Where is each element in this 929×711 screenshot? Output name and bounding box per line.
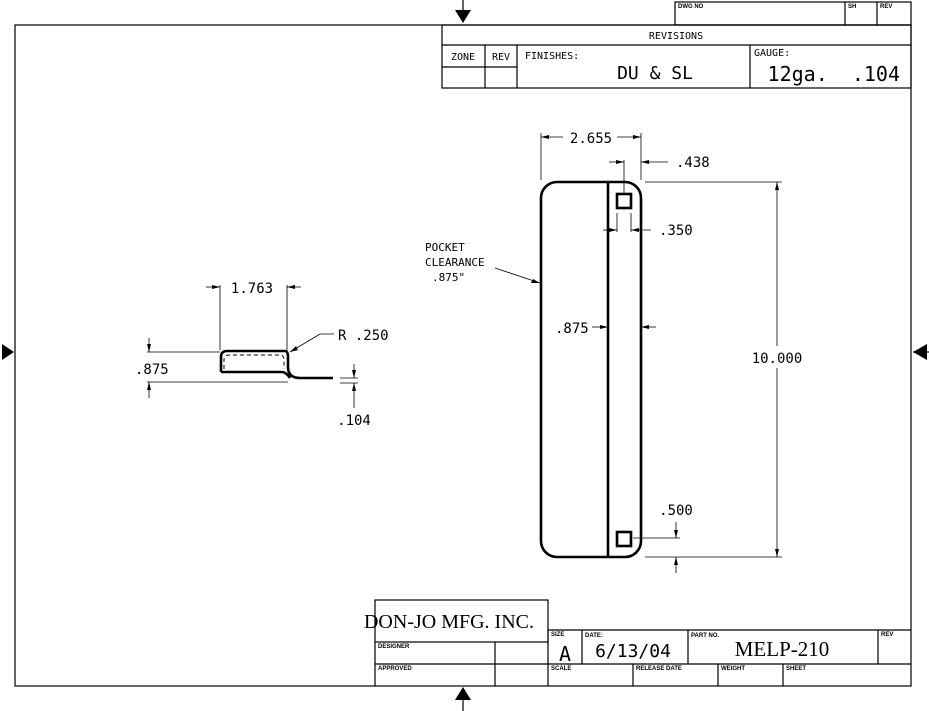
revisions-label: REVISIONS: [649, 31, 703, 42]
side-width-dim: 1.763: [231, 281, 273, 297]
finishes-label: FINISHES:: [525, 51, 579, 62]
date-label: DATE:: [585, 633, 603, 639]
part-no-label: PART NO.: [691, 633, 720, 639]
left-center-marker-icon: [2, 344, 14, 360]
pocket-width-dim: .875: [555, 321, 589, 337]
zone-label: ZONE: [451, 52, 475, 63]
company-name: DON-JO MFG. INC.: [364, 611, 534, 633]
hole-offset-dim: .438: [676, 155, 710, 171]
rev-label-top: REV: [880, 4, 892, 10]
top-mounting-hole: [615, 192, 633, 210]
bottom-center-marker-icon: [455, 687, 471, 700]
front-view: 2.655 .438 .350 POCKET CLEARANCE .875" .…: [425, 131, 802, 573]
pocket-note-line-1: POCKET: [425, 241, 465, 254]
title-block: DON-JO MFG. INC. DESIGNER APPROVED SIZE …: [364, 599, 911, 686]
size-value: A: [559, 642, 571, 666]
pocket-note-line-2: CLEARANCE: [425, 256, 485, 269]
rev-column-label: REV: [492, 52, 510, 63]
side-profile: [219, 349, 333, 380]
top-center-marker-icon: [455, 10, 471, 23]
side-height-dim: .875: [135, 362, 169, 378]
side-view: 1.763 R .250 .875 .104: [135, 281, 389, 429]
rev-label-bottom: REV: [881, 632, 893, 638]
sh-label: SH: [848, 4, 856, 10]
scale-label: SCALE: [551, 666, 571, 672]
designer-label: DESIGNER: [378, 644, 410, 650]
radius-dim: R .250: [338, 328, 389, 344]
sheet-label: SHEET: [786, 666, 806, 672]
length-dim: 10.000: [752, 351, 803, 367]
bottom-offset-dim: .500: [659, 503, 693, 519]
plate-outline: [539, 180, 643, 559]
date-value: 6/13/04: [595, 641, 671, 662]
thickness-dim: .104: [337, 413, 371, 429]
dwg-no-label: DWG NO: [678, 4, 704, 10]
revisions-block: DWG NO SH REV REVISIONS ZONE REV FINISHE…: [441, 1, 912, 89]
bottom-mounting-hole: [615, 530, 633, 548]
gauge-label: GAUGE:: [754, 48, 790, 59]
gauge-value: 12ga. .104: [768, 62, 900, 86]
release-date-label: RELEASE DATE: [636, 666, 682, 672]
part-no-value: MELP-210: [735, 637, 830, 661]
weight-label: WEIGHT: [721, 666, 745, 672]
approved-label: APPROVED: [378, 666, 412, 672]
front-width-dim: 2.655: [570, 131, 612, 147]
hole-size-dim: .350: [659, 223, 693, 239]
pocket-note-line-3: .875": [432, 271, 465, 284]
size-label: SIZE: [551, 632, 564, 638]
finishes-value: DU & SL: [617, 63, 693, 84]
